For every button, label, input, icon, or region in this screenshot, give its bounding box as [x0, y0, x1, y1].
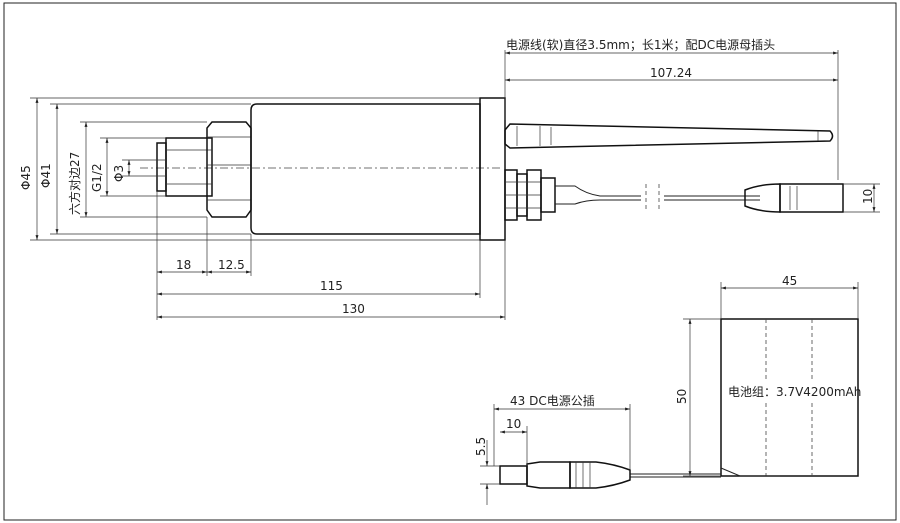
dim-45: 45: [782, 274, 797, 288]
dim-18: 18: [176, 258, 191, 272]
cable-note: 电源线(软)直径3.5mm；长1米；配DC电源母插头: [506, 38, 775, 52]
battery-label: 电池组：3.7V4200mAh: [728, 385, 861, 399]
dim-50: 50: [675, 389, 689, 404]
dim-130: 130: [342, 302, 365, 316]
dim-10-cable: 10: [861, 189, 875, 204]
dim-12-5: 12.5: [218, 258, 245, 272]
dim-dia45: Φ45: [19, 165, 33, 190]
sensor-dimensions: 电源线(软)直径3.5mm；长1米；配DC电源母插头 107.24 Φ45 Φ4…: [19, 38, 880, 320]
dim-dia3: Φ3: [112, 165, 126, 182]
dim-plug-5-5: 5.5: [474, 437, 488, 456]
dim-dia41: Φ41: [39, 163, 53, 188]
dim-43-label: 43 DC电源公插: [510, 394, 595, 408]
battery-pack: 电池组：3.7V4200mAh 45 50: [630, 274, 861, 478]
dim-thread: G1/2: [90, 163, 104, 192]
dim-hex27: 六方对边27: [67, 152, 82, 215]
dc-plug: 43 DC电源公插 10 5.5: [474, 394, 631, 505]
dim-plug-10: 10: [506, 417, 521, 431]
dim-115: 115: [320, 279, 343, 293]
dim-107-24: 107.24: [650, 66, 692, 80]
sensor-body: [140, 97, 844, 241]
frame-border: [3, 2, 897, 521]
